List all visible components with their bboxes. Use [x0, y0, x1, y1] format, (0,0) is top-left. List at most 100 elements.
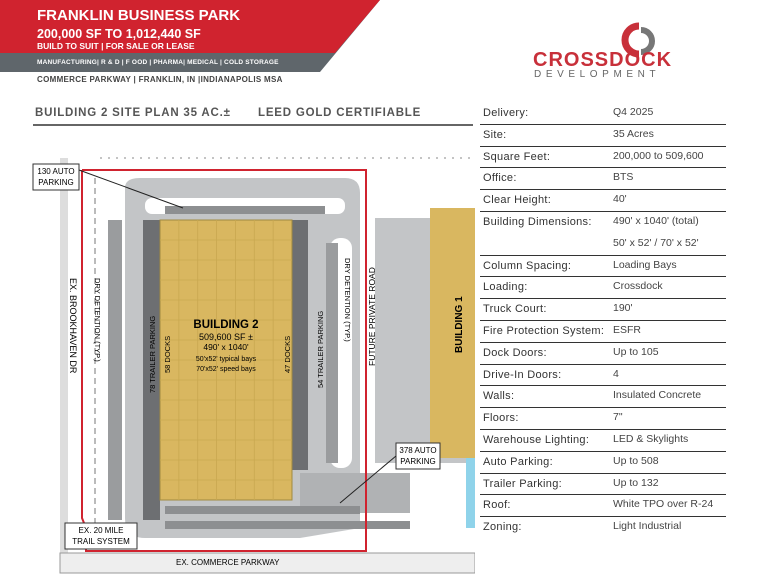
spec-label: Site: [483, 128, 507, 141]
spec-label: Office: [483, 172, 517, 185]
building1 [430, 208, 475, 458]
building2-label: BUILDING 2 [193, 319, 258, 331]
offer-text: BUILD TO SUIT | FOR SALE OR LEASE [37, 41, 195, 51]
location-text: COMMERCE PARKWAY | FRANKLIN, IN |INDIANA… [37, 75, 283, 84]
spec-row: Drive-In Doors:4 [480, 365, 726, 387]
property-boundary [81, 169, 367, 552]
dry-detention-east: DRY DETENTION (TYP.) [343, 258, 352, 342]
spec-row: Warehouse Lighting: LED & Skylights [480, 430, 726, 452]
spec-value: Up to 105 [613, 345, 659, 358]
brookhaven-label: EX. BROOKHAVEN DR [68, 278, 78, 374]
size-range: 200,000 SF TO 1,012,440 SF [37, 27, 201, 41]
spec-label: Floors: [483, 412, 519, 425]
west-dock-apron [143, 220, 160, 520]
spec-label: Trailer Parking: [483, 477, 562, 490]
building1-label: BUILDING 1 [454, 296, 465, 353]
spec-value: 7" [613, 411, 623, 424]
spec-value: Up to 508 [613, 454, 659, 467]
uses-text: MANUFACTURING| R & D | F OOD | PHARMA| M… [37, 59, 279, 66]
spec-value: Q4 2025 [613, 106, 654, 118]
spec-row: Column Spacing: Loading Bays [480, 256, 726, 278]
spec-row: Floors: 7" [480, 408, 726, 430]
spec-value: 4 [613, 367, 619, 380]
spec-label: Warehouse Lighting: [483, 433, 590, 446]
spec-label: Square Feet: [483, 150, 551, 163]
spec-value: Light Industrial [613, 520, 682, 533]
spec-value: White TPO over R-24 [613, 498, 714, 511]
bays-typical: 50'x52' typical bays [196, 356, 257, 363]
spec-value: Loading Bays [613, 258, 677, 271]
callout-text: PARKING [400, 457, 435, 466]
spec-label: Clear Height: [483, 194, 552, 207]
spec-label: Roof: [483, 499, 511, 512]
spec-row: Office: BTS [480, 168, 726, 191]
spec-value: 190' [613, 302, 633, 315]
spec-row: 50' x 52' / 70' x 52' [480, 234, 726, 256]
callout-text: EX. 20 MILE [79, 526, 124, 535]
spec-row: Loading: Crossdock [480, 277, 726, 300]
spec-label: Column Spacing: [483, 259, 572, 272]
site-plan: BUILDING 2 509,600 SF ± 490' x 1040' 50'… [32, 150, 475, 580]
east-trailer-label: 54 TRAILER PARKING [316, 311, 325, 388]
spec-row: Trailer Parking: Up to 132 [480, 474, 726, 496]
pond [466, 458, 475, 528]
building2-sf: 509,600 SF ± [199, 332, 253, 342]
spec-label: Building Dimensions: [483, 215, 592, 228]
private-road-label: FUTURE PRIVATE ROAD [367, 267, 377, 366]
brookhaven-road [60, 158, 68, 558]
spec-row: Auto Parking: Up to 508 [480, 452, 726, 474]
spec-row: Zoning: Light Industrial [480, 517, 726, 539]
spec-value: 35 Acres [613, 127, 654, 140]
spec-label: Loading: [483, 281, 528, 294]
north-auto-stalls [165, 206, 325, 214]
bays-speed: 70'x52' speed bays [196, 366, 256, 373]
callout-text: PARKING [38, 178, 73, 187]
spec-row: Roof: White TPO over R-24 [480, 495, 726, 518]
spec-value: Crossdock [613, 280, 663, 293]
spec-value: Insulated Concrete [613, 389, 702, 402]
spec-label: Dock Doors: [483, 346, 547, 359]
logo-wordmark: CROSSDOCK [533, 49, 673, 71]
spec-label: Walls: [483, 390, 515, 403]
spec-value: LED & Skylights [613, 432, 689, 445]
building2-dims: 490' x 1040' [203, 342, 249, 352]
spec-row: Building Dimensions: 490' x 1040' (total) [480, 212, 726, 234]
spec-value: BTS [613, 171, 634, 184]
spec-label: Truck Court: [483, 303, 547, 316]
header-banner [0, 0, 380, 72]
callout-text: 130 AUTO [37, 167, 74, 176]
west-trailer-label: 78 TRAILER PARKING [148, 316, 157, 393]
east-docks-label: 47 DOCKS [283, 336, 292, 373]
park-title: FRANKLIN BUSINESS PARK [37, 7, 241, 24]
spec-label: Zoning: [483, 521, 522, 534]
south-parking-callout [395, 442, 441, 470]
logo-subtitle: DEVELOPMENT [534, 69, 661, 80]
west-docks-label: 58 DOCKS [163, 336, 172, 373]
spec-value: Up to 132 [613, 476, 659, 489]
spec-row: Dock Doors: Up to 105 [480, 343, 726, 365]
spec-value: 490' x 1040' (total) [613, 214, 699, 227]
spec-row: Clear Height: 40' [480, 190, 726, 212]
dry-detention-west: DRY DETENTION (TYP.) [93, 278, 102, 362]
spec-value: 200,000 to 509,600 [613, 149, 704, 162]
spec-row: Delivery: Q4 2025 [480, 103, 726, 125]
callout-text: TRAIL SYSTEM [72, 537, 130, 546]
spec-value: ESFR [613, 323, 642, 336]
spec-row: Site: 35 Acres [480, 125, 726, 147]
red-band [0, 0, 380, 53]
spec-label: Delivery: [483, 107, 529, 119]
leed-heading: LEED GOLD CERTIFIABLE [258, 107, 422, 119]
spec-row: Fire Protection System: ESFR [480, 321, 726, 343]
north-parking-callout [32, 163, 80, 191]
spec-row: Truck Court: 190' [480, 299, 726, 321]
spec-value: 40' [613, 193, 627, 206]
site-plan-heading: BUILDING 2 SITE PLAN 35 AC.± [35, 107, 231, 119]
spec-row: Square Feet: 200,000 to 509,600 [480, 147, 726, 169]
commerce-parkway-label: EX. COMMERCE PARKWAY [176, 558, 280, 567]
commerce-parkway [59, 552, 475, 574]
spec-label: Auto Parking: [483, 455, 553, 468]
spec-label: Fire Protection System: [483, 324, 605, 337]
crossdock-logo-icon [621, 22, 655, 58]
divider [33, 124, 473, 126]
